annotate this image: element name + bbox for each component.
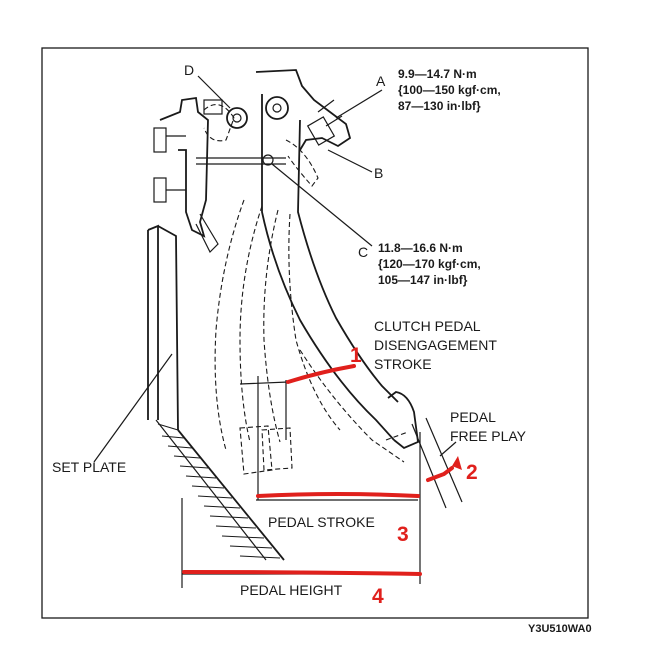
dimension-lines	[181, 376, 463, 588]
disengagement-line-3: STROKE	[374, 356, 432, 372]
torque-c-line-2: {120—170 kgf·cm,	[378, 257, 481, 271]
red-arrowhead	[452, 456, 462, 470]
pedal-arm	[261, 94, 419, 450]
free-play-line-2: FREE PLAY	[450, 428, 527, 444]
torque-c-line-1: 11.8—16.6 N·m	[378, 241, 463, 255]
torque-c-line-3: 105—147 in·lbf}	[378, 273, 468, 287]
red-mark-disengagement-stroke	[286, 364, 356, 384]
free-play-line-1: PEDAL	[450, 409, 496, 425]
torque-a-line-2: {100—150 kgf·cm,	[398, 83, 501, 97]
annotation-number-1: 1	[350, 344, 362, 367]
pedal-bracket	[153, 96, 219, 254]
disengagement-line-1: CLUTCH PEDAL	[374, 318, 481, 334]
label-c: C	[358, 244, 368, 260]
red-mark-pedal-stroke	[256, 492, 420, 498]
figure-code: Y3U510WA0	[528, 623, 592, 635]
pedal-height-label: PEDAL HEIGHT	[240, 582, 343, 598]
torque-a-line-3: 87—130 in·lbf}	[398, 99, 481, 113]
floor-hatching	[157, 423, 281, 559]
annotation-number-4: 4	[372, 585, 384, 608]
label-d: D	[184, 62, 194, 78]
pedal-depressed-outline	[214, 199, 409, 475]
red-mark-pedal-height	[182, 570, 422, 576]
leader-lines	[93, 75, 457, 463]
set-plate	[147, 224, 285, 561]
torque-a-line-1: 9.9—14.7 N·m	[398, 67, 477, 81]
figure-frame	[41, 47, 589, 619]
label-b: B	[374, 165, 383, 181]
annotation-number-2: 2	[466, 461, 478, 484]
label-a: A	[376, 73, 386, 89]
red-annotations	[182, 364, 462, 576]
red-mark-free-play	[426, 466, 454, 482]
pedal-stroke-label: PEDAL STROKE	[268, 514, 375, 530]
disengagement-line-2: DISENGAGEMENT	[374, 337, 497, 353]
set-plate-label: SET PLATE	[52, 459, 126, 475]
pivot-mechanism	[196, 69, 352, 187]
annotation-number-3: 3	[397, 523, 409, 546]
